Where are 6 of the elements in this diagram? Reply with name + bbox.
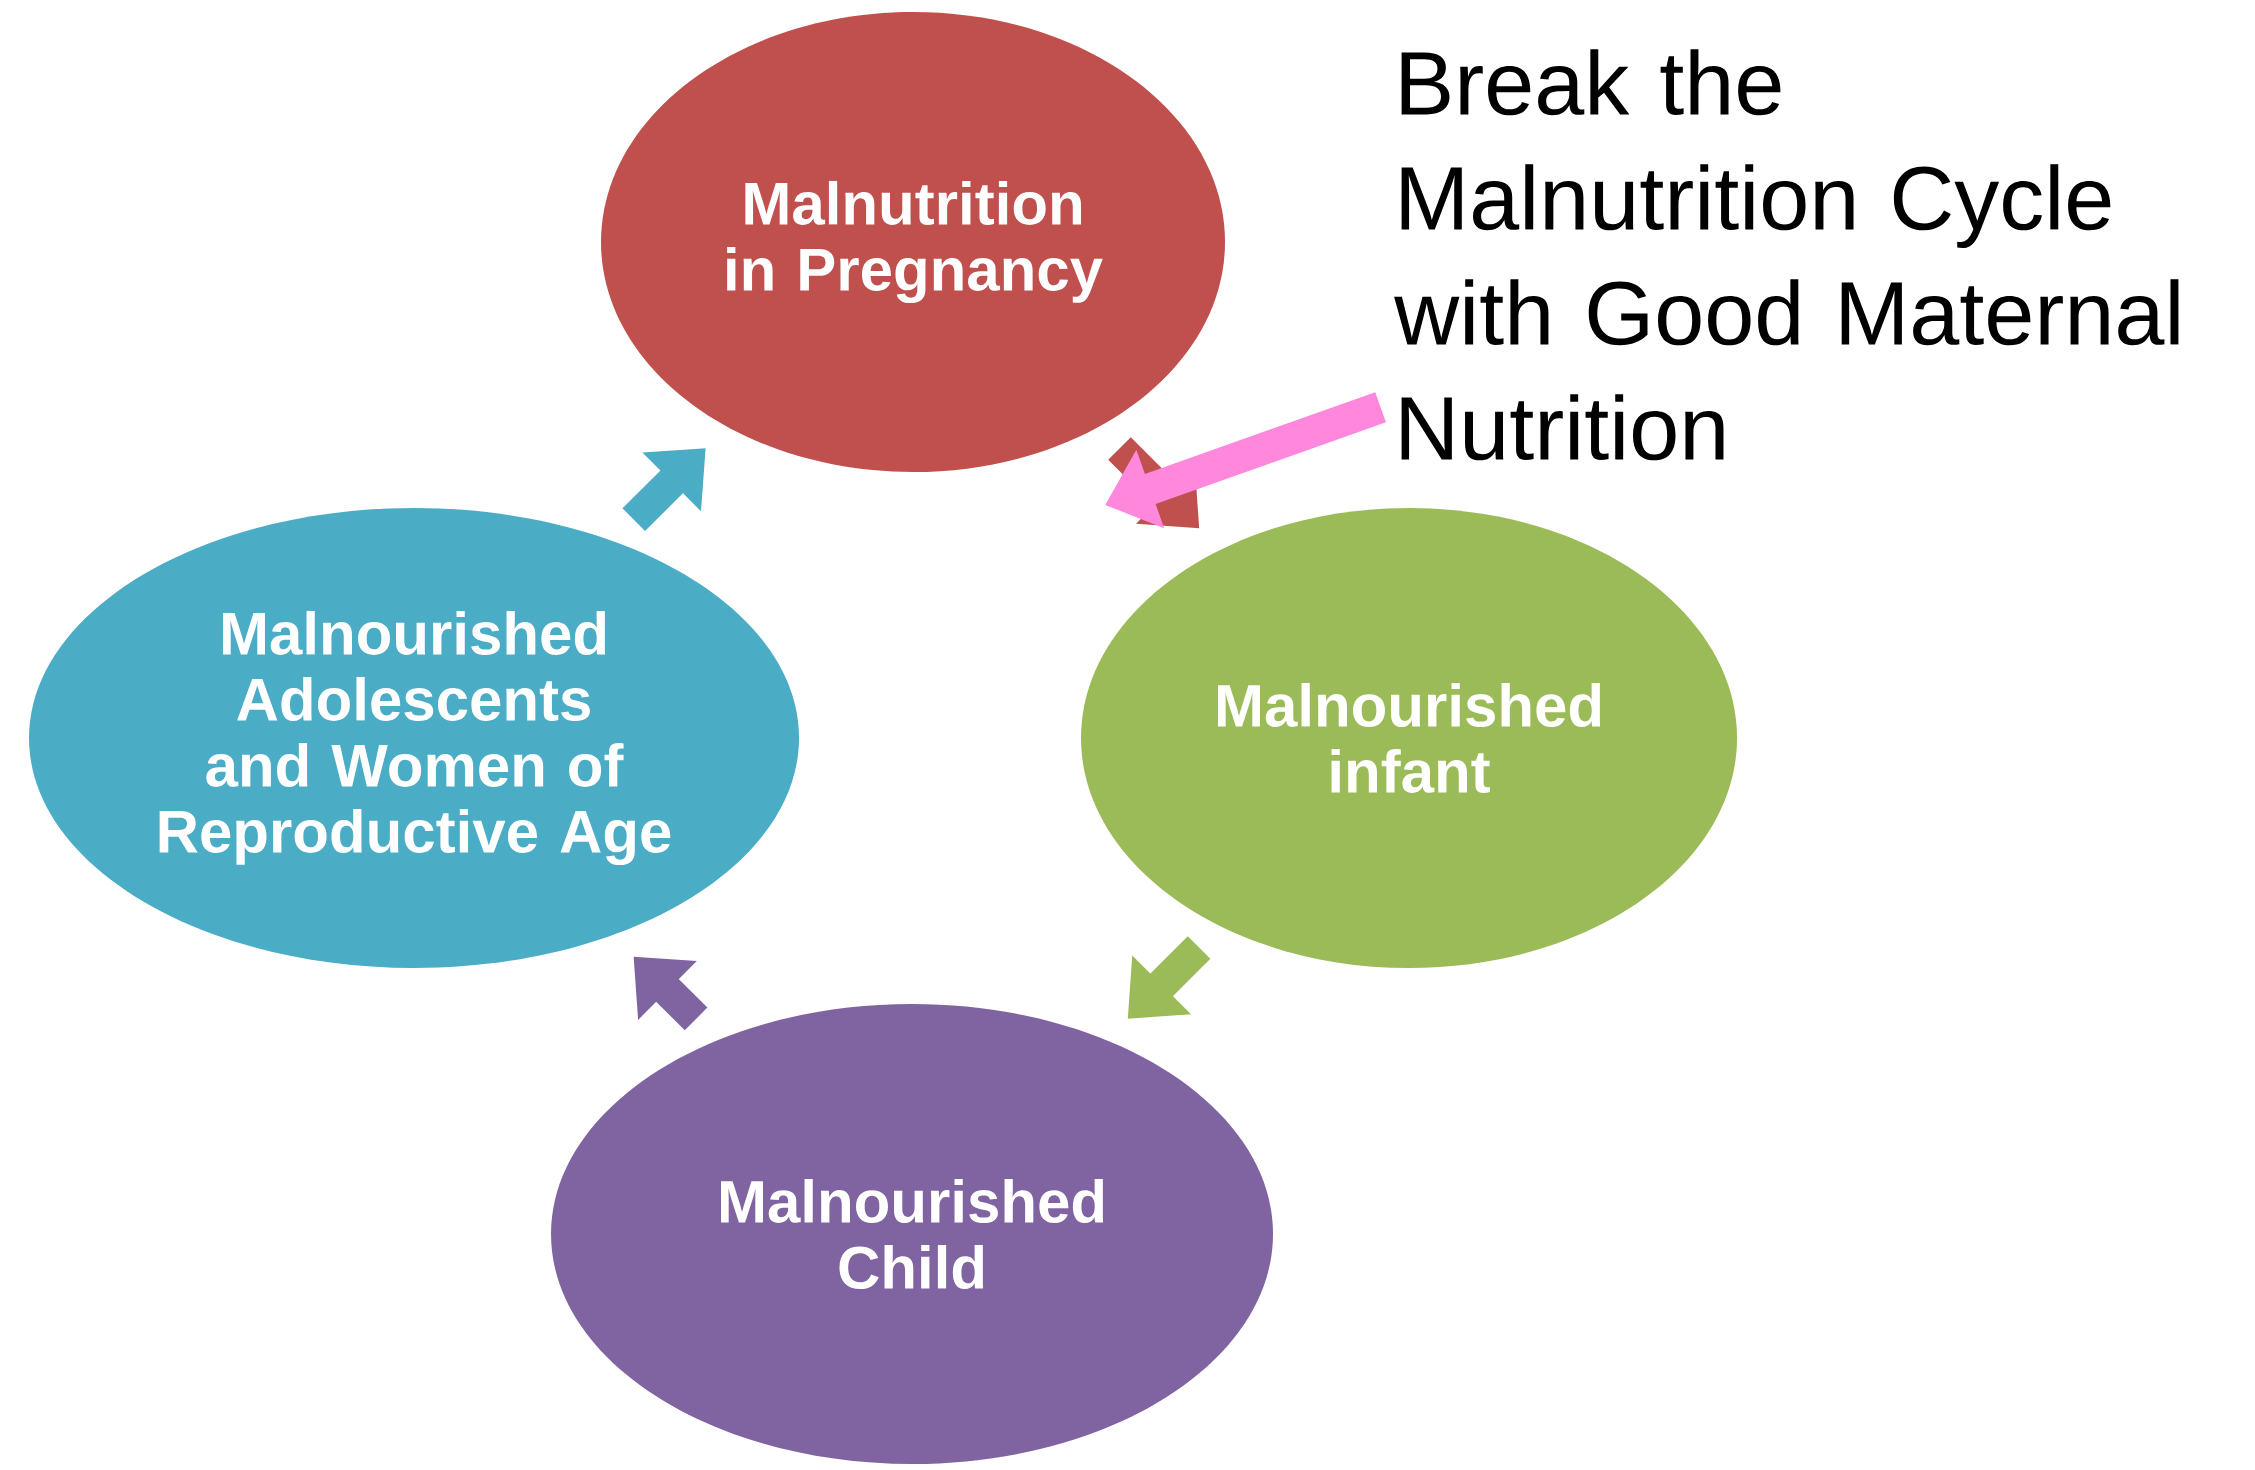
caption-text: Break the Malnutrition Cycle with Good Maternal Nutrition	[1394, 49, 2179, 461]
block-arrow	[622, 448, 706, 531]
ellipse-node: Malnourished Adolescents and Women of Reproductive Age	[29, 508, 799, 968]
ellipse-node: Malnourished infant	[1081, 508, 1737, 968]
ellipse-node: Malnourished Child	[551, 1004, 1273, 1464]
ellipse-node: Malnutrition in Pregnancy	[601, 12, 1225, 472]
